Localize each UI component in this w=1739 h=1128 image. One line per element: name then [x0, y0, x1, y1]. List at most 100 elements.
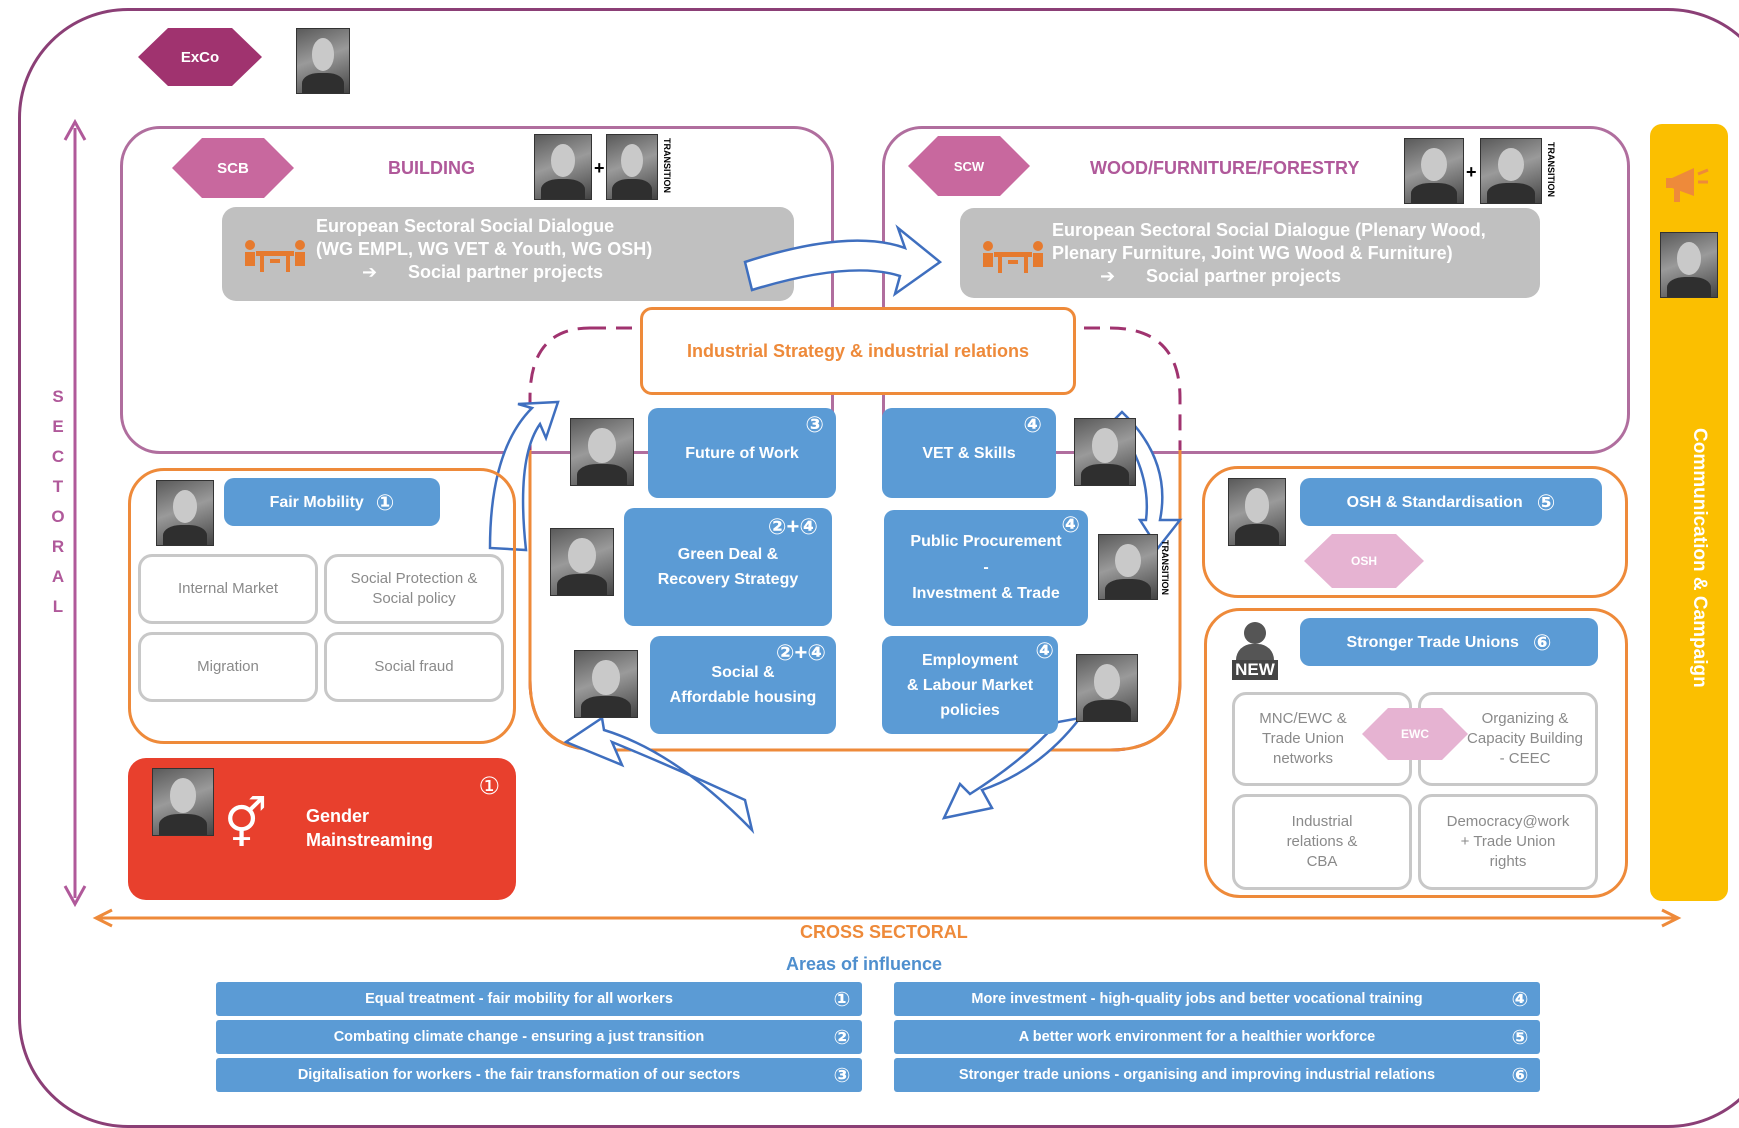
industrial-strategy-label: Industrial Strategy & industrial relatio…: [686, 340, 1030, 361]
new-user-icon: NEW: [1232, 622, 1278, 680]
employment-line-3: policies: [940, 701, 1000, 719]
osh-photo: [1228, 478, 1286, 546]
arrow-glyph: ➔: [1100, 266, 1116, 286]
fair-mobility-label: Fair Mobility: [269, 493, 364, 511]
osh-badge: OSH: [1304, 534, 1424, 588]
vet-skills-label: VET & Skills: [922, 444, 1016, 462]
scb-label: SCB: [217, 159, 249, 177]
cross-sectoral-label: CROSS SECTORAL: [800, 922, 968, 942]
communication-label: Communication & Campaign: [1689, 428, 1710, 688]
osh-section: [1202, 466, 1628, 598]
public-procurement-line-2: -: [983, 559, 989, 576]
scb-badge: SCB: [172, 138, 294, 198]
building-title: BUILDING: [388, 158, 475, 178]
sectoral-arrow: [63, 118, 87, 908]
building-dialogue-banner: European Sectoral Social Dialogue (WG EM…: [222, 207, 794, 301]
vet-skills-num: ④: [1023, 412, 1042, 437]
ewc-label: EWC: [1401, 727, 1429, 741]
employment-photo: [1076, 654, 1138, 722]
meeting-icon: [983, 241, 1043, 273]
public-procurement-photo: [1098, 534, 1158, 600]
green-deal-line-2: Recovery Strategy: [657, 571, 799, 588]
fair-mobility-photo: [156, 480, 214, 546]
osh-code: OSH: [1350, 554, 1377, 568]
social-housing-box[interactable]: Social & Affordable housing ②+④: [650, 636, 836, 734]
green-deal-box[interactable]: Green Deal & Recovery Strategy ②+④: [624, 508, 832, 626]
osh-label: OSH & Standardisation: [1346, 493, 1523, 511]
arrow-glyph: ➔: [362, 262, 378, 282]
osh-box[interactable]: OSH & Standardisation ⑤: [1300, 478, 1602, 526]
wood-section: [882, 126, 1630, 454]
future-work-photo: [570, 418, 634, 486]
future-of-work-label: Future of Work: [685, 444, 799, 462]
green-deal-line-1: Green Deal &: [677, 546, 779, 563]
area-row-1: Equal treatment - fair mobility for all …: [216, 982, 862, 1016]
green-deal-photo: [550, 528, 614, 596]
area-row-4: More investment - high-quality jobs and …: [894, 982, 1540, 1016]
stronger-box[interactable]: Stronger Trade Unions ⑥: [1300, 618, 1598, 666]
building-photo-2: [606, 134, 658, 200]
area-row-2: Combating climate change - ensuring a ju…: [216, 1020, 862, 1054]
employment-line-2: & Labour Market: [906, 676, 1034, 694]
exco-badge: ExCo: [138, 28, 262, 86]
public-procurement-num: ④: [1061, 512, 1080, 537]
gender-symbol-icon: ⚥: [224, 798, 268, 851]
wood-dialogue-line-1: European Sectoral Social Dialogue (Plena…: [1052, 220, 1486, 240]
building-transition-tag: TRANSITION: [662, 138, 672, 193]
democracy-box[interactable]: Democracy@work + Trade Union rights: [1418, 794, 1598, 890]
building-photo-1: [534, 134, 592, 200]
fair-mobility-num: ①: [375, 489, 395, 515]
building-dialogue-line-2: (WG EMPL, WG VET & Youth, WG OSH): [316, 239, 653, 259]
public-procurement-line-1: Public Procurement: [910, 533, 1062, 550]
communication-photo: [1660, 232, 1718, 298]
wood-transition-tag: TRANSITION: [1546, 142, 1556, 197]
cross-sectoral-arrow: [92, 908, 1682, 928]
gender-line-2: Mainstreaming: [306, 830, 434, 850]
migration-box[interactable]: Migration: [138, 632, 318, 702]
building-section: [120, 126, 834, 454]
vet-skills-box[interactable]: VET & Skills ④: [882, 408, 1056, 498]
area-row-5: A better work environment for a healthie…: [894, 1020, 1540, 1054]
exco-photo: [296, 28, 350, 94]
employment-line-1: Employment: [921, 651, 1018, 669]
future-of-work-box[interactable]: Future of Work ③: [648, 408, 836, 498]
employment-box[interactable]: Employment & Labour Market policies ④: [882, 636, 1058, 734]
industrial-strategy-box: Industrial Strategy & industrial relatio…: [640, 307, 1076, 395]
industrial-relations-box[interactable]: Industrial relations & CBA: [1232, 794, 1412, 890]
internal-market-box[interactable]: Internal Market: [138, 554, 318, 624]
building-dialogue-line-3: Social partner projects: [408, 262, 604, 282]
fair-mobility-box[interactable]: Fair Mobility ①: [224, 478, 440, 526]
stronger-num: ⑥: [1532, 629, 1552, 655]
stronger-section: [1204, 608, 1628, 898]
public-procurement-transition-tag: TRANSITION: [1160, 540, 1170, 595]
social-housing-line-2: Affordable housing: [669, 689, 817, 706]
social-housing-photo: [574, 650, 638, 718]
social-protection-box[interactable]: Social Protection & Social policy: [324, 554, 504, 624]
social-housing-line-1: Social &: [711, 664, 775, 681]
building-dialogue-line-1: European Sectoral Social Dialogue: [316, 216, 615, 236]
gender-num: ①: [478, 773, 500, 800]
osh-num: ⑤: [1536, 489, 1556, 515]
future-of-work-num: ③: [805, 412, 824, 437]
new-label: NEW: [1232, 660, 1278, 680]
wood-dialogue-line-3: Social partner projects: [1146, 266, 1342, 286]
scw-label: SCW: [953, 158, 985, 174]
public-procurement-box[interactable]: Public Procurement - Investment & Trade …: [884, 510, 1088, 626]
area-row-3: Digitalisation for workers - the fair tr…: [216, 1058, 862, 1092]
public-procurement-line-3: Investment & Trade: [912, 585, 1060, 602]
social-fraud-box[interactable]: Social fraud: [324, 632, 504, 702]
areas-title: Areas of influence: [786, 954, 943, 974]
area-row-6: Stronger trade unions - organising and i…: [894, 1058, 1540, 1092]
wood-dialogue-line-2: Plenary Furniture, Joint WG Wood & Furni…: [1052, 243, 1453, 263]
wood-plus: +: [1466, 162, 1477, 182]
wood-photo-1: [1404, 138, 1464, 204]
green-deal-num: ②+④: [767, 514, 818, 539]
wood-dialogue-banner: European Sectoral Social Dialogue (Plena…: [960, 208, 1540, 298]
ewc-badge: EWC: [1362, 708, 1468, 760]
vet-skills-photo: [1074, 418, 1136, 486]
stronger-label: Stronger Trade Unions: [1346, 633, 1519, 651]
gender-box[interactable]: ⚥ Gender Mainstreaming ①: [128, 758, 516, 900]
wood-photo-2: [1480, 138, 1542, 204]
employment-num: ④: [1035, 638, 1054, 663]
